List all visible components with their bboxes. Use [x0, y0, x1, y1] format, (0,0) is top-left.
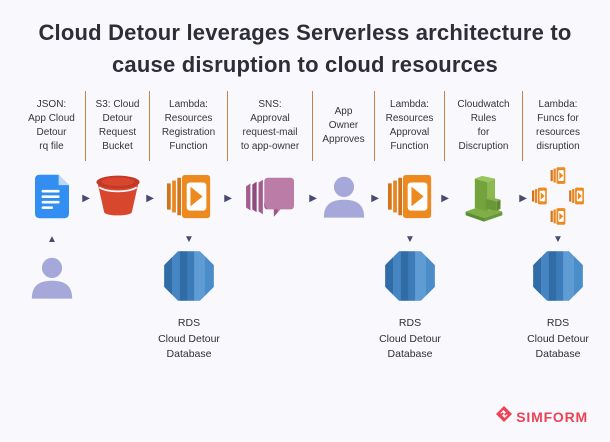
- cloudwatch-icon: [462, 170, 506, 227]
- step-lambda-registration: ▶: [150, 167, 232, 231]
- lambda-icon: [166, 173, 212, 225]
- flow-arrow-down-icon: ▼: [184, 233, 194, 245]
- rds-database-stack: ▼ RDS Cloud Detour Database: [150, 233, 228, 363]
- step-label-lambda-approval: Lambda: Resources Approval Function: [375, 90, 445, 161]
- flow-arrow-right-icon: ▶: [309, 192, 317, 204]
- step-label-cloudwatch: Cloudwatch Rules for Discruption: [445, 90, 523, 161]
- flow-arrow-right-icon: ▶: [146, 192, 154, 204]
- rds-database-icon: [384, 250, 436, 307]
- document-icon: [35, 174, 69, 224]
- step-cloudwatch: ▶: [445, 167, 527, 231]
- rds-database-icon: [163, 250, 215, 307]
- flow-arrow-up-icon: ▲: [47, 233, 57, 245]
- step-label-lambda-registration: Lambda: Resources Registration Function: [150, 90, 228, 161]
- brand-name: SIMFORM: [516, 408, 588, 425]
- bottom-row: ▲ ▼: [18, 233, 593, 363]
- flow-arrow-down-icon: ▼: [405, 233, 415, 245]
- step-json-file: ▶: [18, 167, 90, 231]
- rds-database-label: RDS Cloud Detour Database: [158, 316, 220, 361]
- step-sns: ▶: [228, 167, 317, 231]
- flow-arrow-down-icon: ▼: [553, 233, 563, 245]
- flow-arrow-right-icon: ▶: [371, 192, 379, 204]
- s3-bucket-icon: [95, 174, 141, 224]
- simform-logo-icon: [496, 406, 513, 427]
- sns-icon: [245, 173, 296, 224]
- person-icon: [322, 175, 366, 223]
- rds-database-label: RDS Cloud Detour Database: [379, 316, 441, 361]
- flow-arrow-right-icon: ▶: [519, 192, 527, 204]
- step-app-owner: ▶: [313, 167, 379, 231]
- step-lambda-disruption: [523, 167, 593, 231]
- step-labels-row: JSON: App Cloud Detour rq file S3: Cloud…: [18, 90, 593, 161]
- step-label-app-owner: App Owner Approves: [313, 90, 375, 161]
- step-label-lambda-disruption: Lambda: Funcs for resources disruption: [536, 98, 580, 152]
- step-lambda-approval: ▶: [375, 167, 449, 231]
- rds-database-stack: ▼ RDS Cloud Detour Database: [523, 233, 593, 363]
- flow-arrow-right-icon: ▶: [441, 192, 449, 204]
- step-s3-bucket: ▶: [86, 167, 154, 231]
- flow-arrow-right-icon: ▶: [224, 192, 232, 204]
- step-label-sns: SNS: Approval request-mail to app-owner: [228, 90, 313, 161]
- rds-database-label: RDS Cloud Detour Database: [527, 316, 589, 361]
- flow-icons-row: ▶ ▶: [18, 167, 593, 231]
- lambda-icon: [387, 173, 433, 225]
- app-user-stack: ▲: [18, 233, 86, 363]
- rds-database-icon: [532, 250, 584, 307]
- step-label-json-file: JSON: App Cloud Detour rq file: [18, 90, 86, 161]
- brand-logo: SIMFORM: [496, 406, 588, 427]
- rds-database-stack: ▼ RDS Cloud Detour Database: [375, 233, 445, 363]
- lambda-cluster-icon: [532, 166, 584, 231]
- flow-arrow-right-icon: ▶: [82, 192, 90, 204]
- step-label-s3-bucket: S3: Cloud Detour Request Bucket: [86, 90, 150, 161]
- page-title: Cloud Detour leverages Serverless archit…: [38, 20, 572, 77]
- person-icon: [30, 250, 74, 304]
